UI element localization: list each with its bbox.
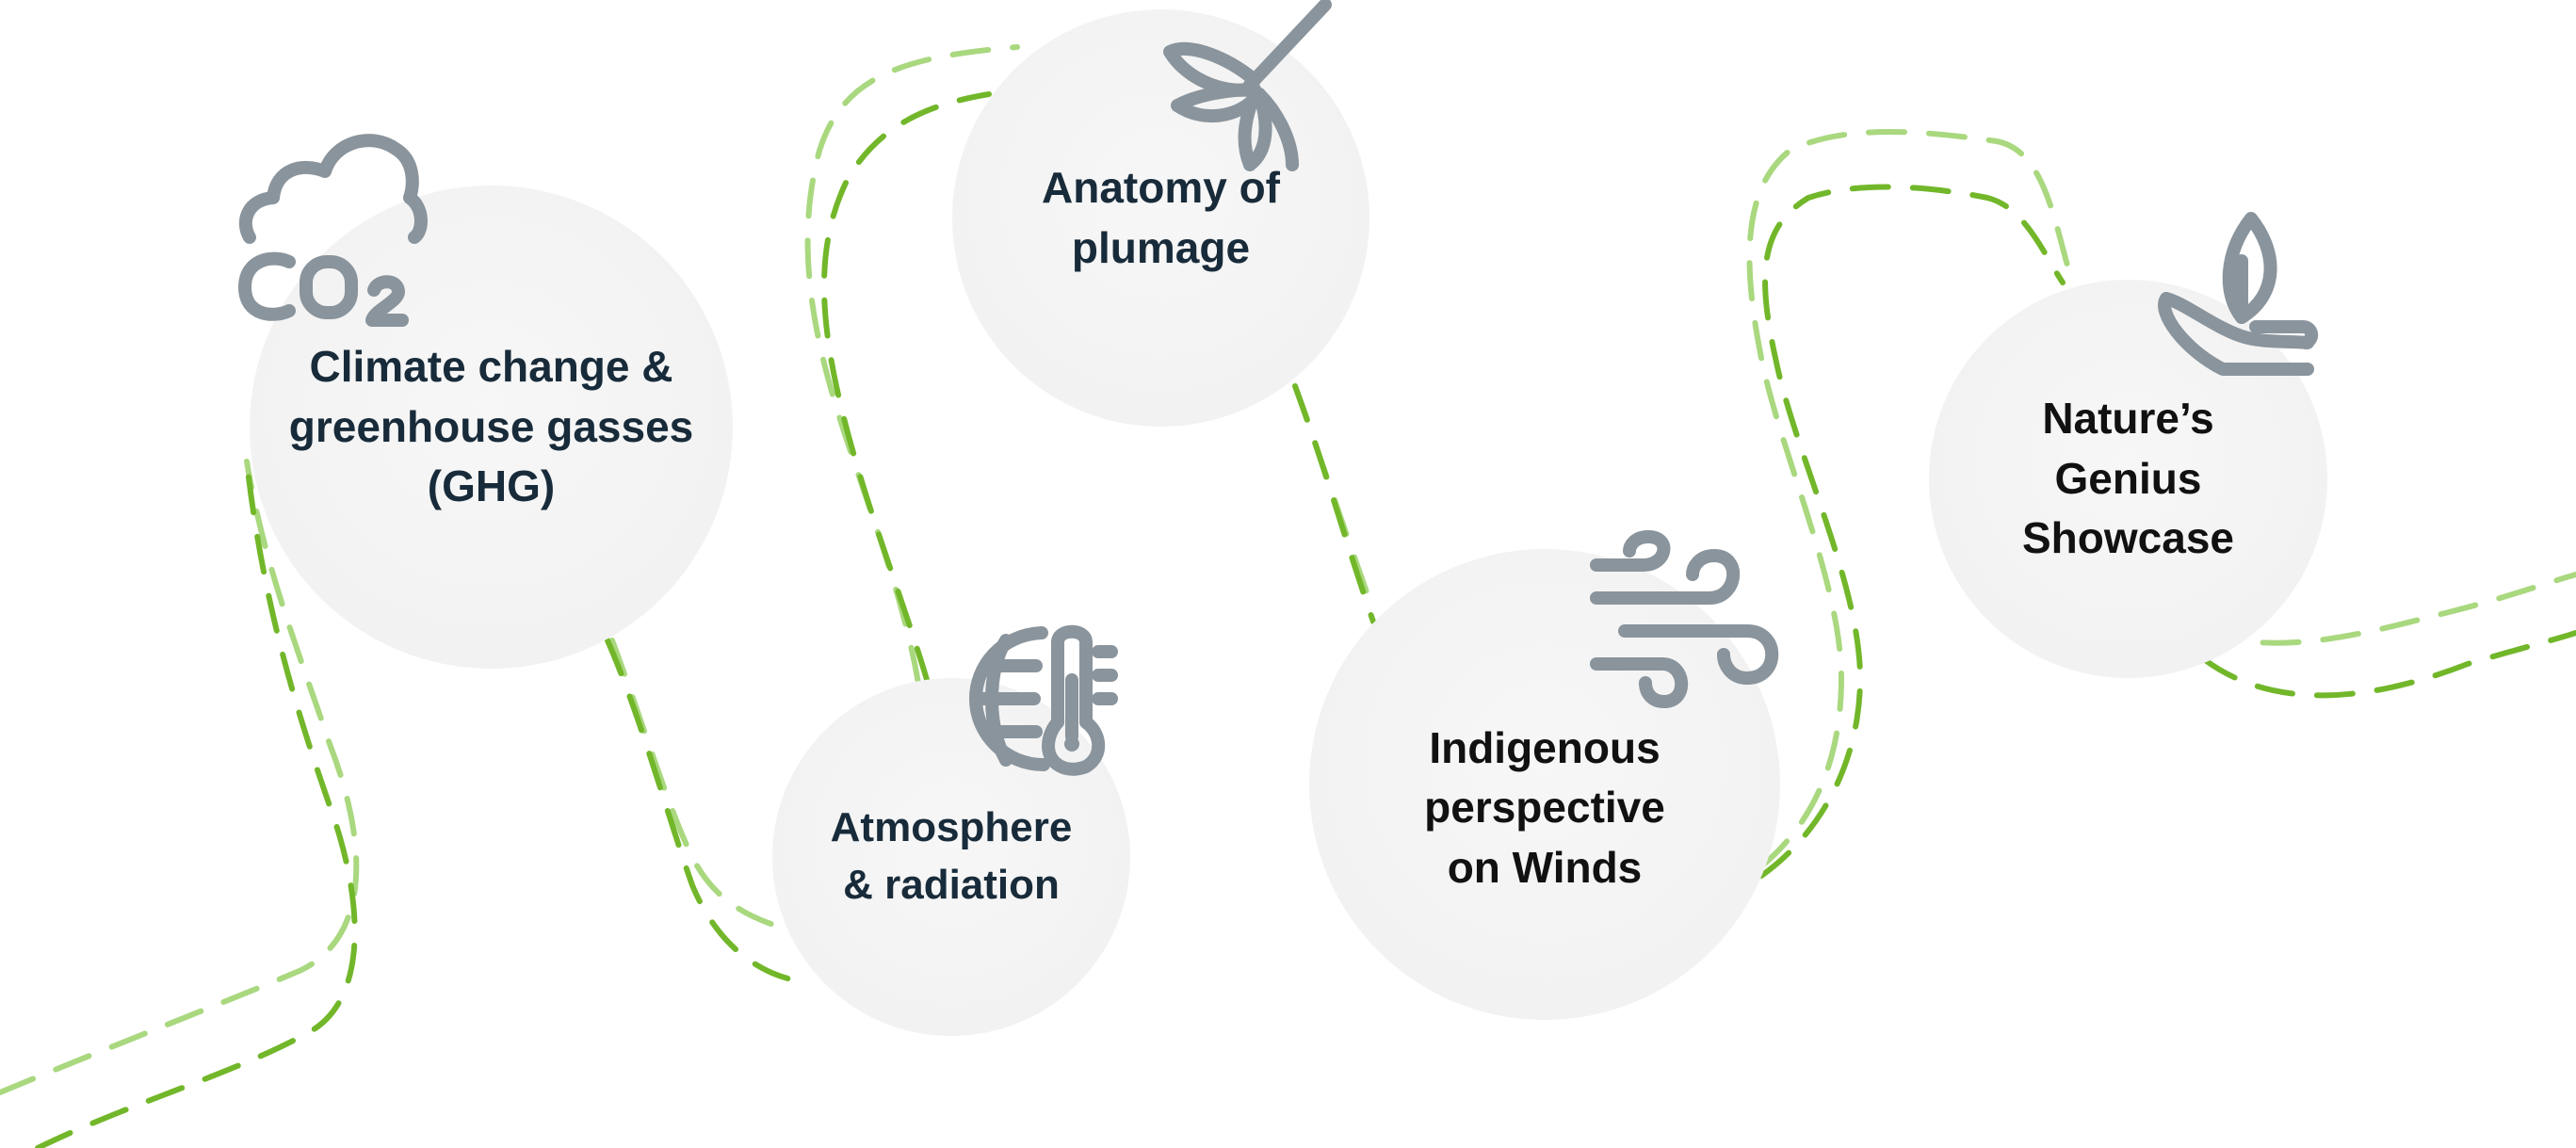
path-dark-dashed bbox=[35, 91, 2576, 1148]
node-atmosphere: Atmosphere & radiation bbox=[772, 678, 1130, 1036]
globe-thermometer-icon bbox=[968, 623, 1124, 776]
node-label-nature: Nature’s Genius Showcase bbox=[2022, 394, 2234, 563]
wind-icon bbox=[1587, 530, 1780, 711]
node-label-winds: Indigenous perspective on Winds bbox=[1424, 722, 1665, 892]
node-plumage: Anatomy of plumage bbox=[952, 9, 1369, 427]
node-climate: Climate change & greenhouse gasses (GHG) bbox=[250, 186, 733, 669]
node-label-plumage: Anatomy of plumage bbox=[1042, 163, 1280, 272]
path-light-dashed bbox=[0, 44, 2576, 1095]
node-label-atmosphere: Atmosphere & radiation bbox=[830, 804, 1073, 908]
node-label-climate: Climate change & greenhouse gasses (GHG) bbox=[288, 342, 694, 511]
feather-icon bbox=[1160, 0, 1335, 174]
hand-plant-icon bbox=[2147, 209, 2319, 383]
co2-cloud-icon bbox=[231, 132, 433, 327]
